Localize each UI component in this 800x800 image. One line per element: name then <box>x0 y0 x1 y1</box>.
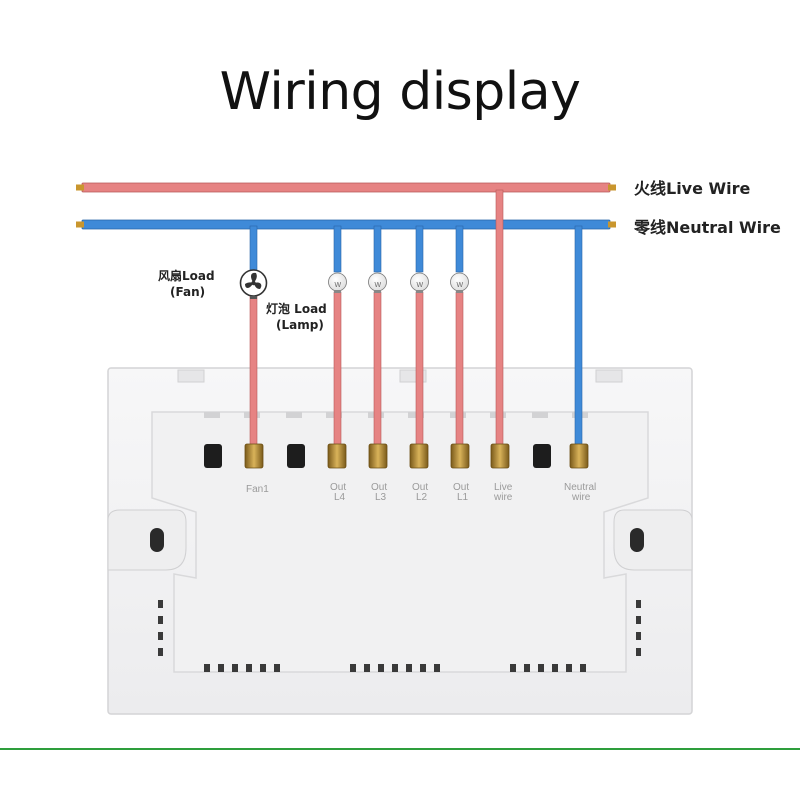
bulb-icon: W <box>328 272 347 293</box>
lamp-load-sublabel: (Lamp) <box>276 318 324 332</box>
lamp-l3-wire <box>373 225 382 449</box>
bulb-icon: W <box>368 272 387 293</box>
live-wire-label: 火线Live Wire <box>634 179 751 198</box>
terminal-live-wire <box>490 443 510 469</box>
svg-text:W: W <box>335 282 342 289</box>
terminal-label-out-l3-sub: L3 <box>375 492 387 503</box>
terminal-label-neutral: Neutral <box>564 482 596 493</box>
switch-back-plate <box>107 367 693 715</box>
svg-text:W: W <box>375 282 382 289</box>
unused-terminal <box>287 444 305 468</box>
terminal-label-fan1: Fan1 <box>246 484 269 495</box>
terminal-label-live-sub: wire <box>493 492 513 503</box>
page-title: Wiring display <box>219 62 581 122</box>
terminal-label-out-l1-sub: L1 <box>457 492 469 503</box>
lamp-load-label: 灯泡 Load <box>266 301 327 316</box>
terminal-label-out-l4-sub: L4 <box>334 492 346 503</box>
neutral-input-wire <box>574 225 583 449</box>
terminal-label-out-l2-sub: L2 <box>416 492 428 503</box>
terminal-neutral-wire <box>569 443 589 469</box>
terminal-label-out-l4: Out <box>330 482 346 493</box>
terminal-label-out-l2: Out <box>412 482 428 493</box>
svg-text:W: W <box>417 282 424 289</box>
fan-load-label: 风扇Load <box>158 268 215 283</box>
terminal-label-neutral-sub: wire <box>571 492 591 503</box>
bulb-icon: W <box>410 272 429 293</box>
neutral-wire-label: 零线Neutral Wire <box>633 218 781 237</box>
inner-housing <box>151 411 649 673</box>
terminal-out-l3 <box>368 443 388 469</box>
live-bus-wire <box>76 182 616 193</box>
terminal-label-out-l3: Out <box>371 482 387 493</box>
fan-icon <box>239 269 268 299</box>
bottom-accent-line <box>0 748 800 750</box>
fan-circuit-wire <box>249 225 258 449</box>
terminal-out-l4 <box>327 443 347 469</box>
unused-terminal <box>204 444 222 468</box>
bottom-vents <box>204 664 586 672</box>
terminal-out-l2 <box>409 443 429 469</box>
bulb-icon: W <box>450 272 469 293</box>
terminal-label-out-l1: Out <box>453 482 469 493</box>
side-vents-left <box>158 600 163 656</box>
unused-terminal <box>533 444 551 468</box>
fan-load-sublabel: (Fan) <box>170 285 205 299</box>
lamp-l4-wire <box>333 225 342 449</box>
svg-text:W: W <box>457 282 464 289</box>
terminal-label-live: Live <box>494 482 513 493</box>
lamp-l2-wire <box>415 225 424 449</box>
terminal-out-l1 <box>450 443 470 469</box>
side-vents-right <box>636 600 641 656</box>
mounting-slot-left <box>107 509 187 571</box>
neutral-bus-wire <box>76 219 616 230</box>
terminal-fan1 <box>244 443 264 469</box>
live-input-wire <box>495 189 504 449</box>
lamp-l1-wire <box>455 225 464 449</box>
mounting-slot-right <box>613 509 693 571</box>
